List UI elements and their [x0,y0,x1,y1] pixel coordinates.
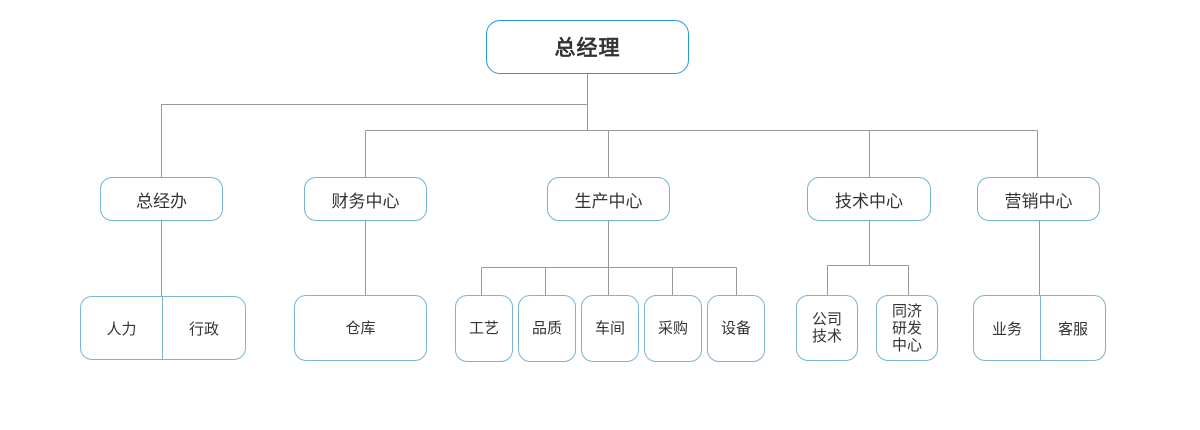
node-general-office: 总经办 [100,177,223,221]
connector-root-to-office [161,104,588,177]
node-tech-center: 技术中心 [807,177,931,221]
node-quality: 品质 [518,295,576,362]
node-equipment: 设备 [707,295,765,362]
node-company-tech-label: 公司 技术 [811,310,842,345]
node-administration-label: 行政 [188,319,219,338]
node-hr: 人力 [81,297,162,359]
node-general-office-children: 人力 行政 [80,296,246,360]
node-general-manager-label: 总经理 [554,36,621,60]
node-tongji-rd-center: 同济 研发 中心 [876,295,938,361]
node-general-office-label: 总经办 [136,191,187,212]
divider-line [162,297,163,359]
node-administration: 行政 [163,297,245,359]
node-hr-label: 人力 [106,319,137,338]
node-customer-service-label: 客服 [1057,319,1088,338]
node-marketing-center: 营销中心 [977,177,1100,221]
node-purchasing: 采购 [644,295,702,362]
node-finance-center-label: 财务中心 [331,191,400,212]
node-equipment-label: 设备 [720,319,751,337]
node-quality-label: 品质 [531,319,562,337]
node-workshop: 车间 [581,295,639,362]
node-customer-service: 客服 [1041,296,1105,360]
node-purchasing-label: 采购 [657,319,688,337]
node-workshop-label: 车间 [594,319,625,337]
node-general-manager: 总经理 [486,20,689,74]
node-business: 业务 [974,296,1040,360]
node-production-center-label: 生产中心 [574,191,643,212]
node-company-tech: 公司 技术 [796,295,858,361]
node-production-center: 生产中心 [547,177,670,221]
divider-line [1040,296,1041,360]
node-tech-center-label: 技术中心 [835,191,903,212]
node-craft: 工艺 [455,295,513,362]
node-marketing-center-label: 营销中心 [1004,191,1073,212]
node-tongji-rd-center-label: 同济 研发 中心 [891,301,922,354]
node-finance-center: 财务中心 [304,177,427,221]
node-marketing-children: 业务 客服 [973,295,1106,361]
node-warehouse-label: 仓库 [345,318,376,337]
node-warehouse: 仓库 [294,295,427,361]
node-craft-label: 工艺 [468,319,499,337]
node-business-label: 业务 [991,319,1022,338]
